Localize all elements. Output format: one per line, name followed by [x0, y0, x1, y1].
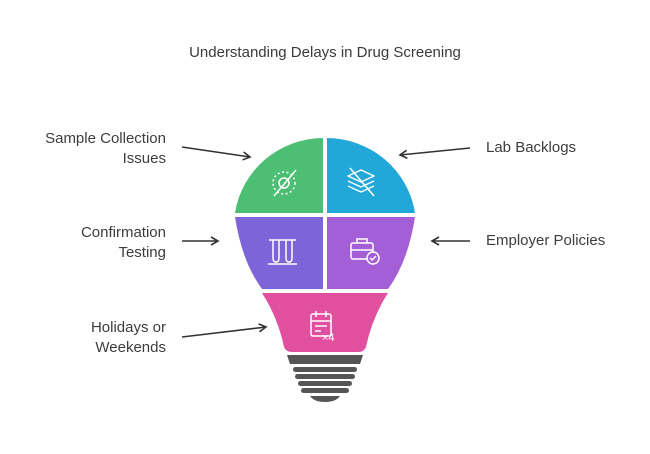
svg-text:×4: ×4 [322, 332, 335, 344]
bulb-base [287, 355, 363, 402]
calendar-x4-icon: ×4 [310, 311, 335, 344]
segment-sample-collection [235, 138, 323, 213]
arrow-lab-backlogs [398, 147, 471, 160]
arrow-holidays [181, 323, 268, 338]
diagram-title: Understanding Delays in Drug Screening [189, 44, 461, 61]
label-lab-backlogs: Lab Backlogs [486, 139, 577, 156]
briefcase-check-icon [350, 238, 380, 265]
stacked-layers-icon [347, 167, 375, 197]
no-sample-icon [272, 169, 297, 197]
segment-lab-backlogs [327, 138, 415, 213]
test-tubes-icon [268, 239, 297, 265]
label-employer-policies: Employer Policies [486, 232, 606, 249]
arrow-sample-collection [181, 146, 252, 161]
segment-holidays [262, 293, 388, 352]
